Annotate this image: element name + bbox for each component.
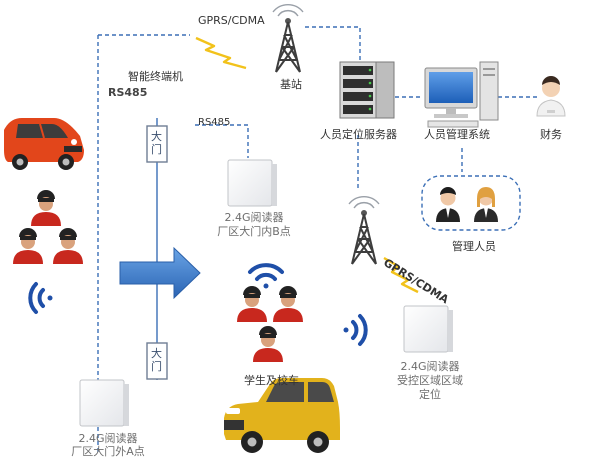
managers-box bbox=[421, 175, 521, 231]
tower-icon bbox=[348, 195, 380, 265]
gate-sign-bottom bbox=[146, 342, 168, 380]
wifi-icon bbox=[248, 263, 284, 289]
gate-sign-top bbox=[146, 125, 168, 163]
students-label: 学生及校车 bbox=[244, 374, 299, 387]
wifi-icon bbox=[28, 282, 53, 314]
finance-person-icon bbox=[536, 76, 566, 117]
rs485-link-line bbox=[195, 124, 249, 158]
student-icon bbox=[53, 228, 83, 264]
finance-label: 财务 bbox=[540, 128, 562, 141]
server-icon bbox=[339, 61, 395, 119]
student-icon bbox=[253, 326, 283, 362]
location-server-label: 人员定位服务器 bbox=[320, 128, 397, 141]
reader-c-line2: 受控区域区域 bbox=[397, 374, 463, 387]
yellow-car-icon bbox=[224, 378, 340, 453]
reader-b-line1: 2.4G阅读器 bbox=[224, 211, 284, 224]
gate-sign-top-text: 大门 bbox=[151, 130, 162, 156]
lightning-right bbox=[383, 256, 419, 294]
manager-person-icon bbox=[436, 187, 460, 222]
gate-sign-bottom-text: 大门 bbox=[151, 347, 162, 373]
manager-person-icon bbox=[474, 187, 498, 222]
lightning-top bbox=[195, 36, 247, 70]
reader-b-line2: 厂区大门内B点 bbox=[217, 225, 291, 238]
managers-label: 管理人员 bbox=[452, 240, 496, 253]
rs485-left-label: RS485 bbox=[108, 86, 148, 99]
student-icon bbox=[273, 286, 303, 322]
computer-icon bbox=[424, 61, 499, 128]
reader-c-line1: 2.4G阅读器 bbox=[400, 360, 460, 373]
reader-a-line1: 2.4G阅读器 bbox=[78, 432, 138, 445]
student-icon bbox=[31, 190, 61, 226]
gprs-top-label: GPRS/CDMA bbox=[198, 14, 265, 27]
wifi-icon bbox=[343, 314, 368, 346]
reader-b-icon bbox=[227, 159, 277, 207]
rs485-right-label: RS485 bbox=[198, 117, 231, 128]
reader-c-icon bbox=[403, 305, 453, 353]
reader-a-line2: 厂区大门外A点 bbox=[71, 445, 145, 458]
tower-to-server-line bbox=[305, 26, 361, 60]
management-system-label: 人员管理系统 bbox=[424, 128, 490, 141]
reader-c-line3: 定位 bbox=[419, 388, 441, 401]
student-icon bbox=[13, 228, 43, 264]
tower-icon bbox=[272, 3, 304, 73]
base-station-label: 基站 bbox=[280, 78, 302, 91]
reader-a-icon bbox=[79, 379, 129, 427]
red-car-icon bbox=[4, 118, 84, 170]
student-icon bbox=[237, 286, 267, 322]
direction-arrow bbox=[119, 246, 201, 300]
terminal-label: 智能终端机 bbox=[128, 70, 183, 83]
